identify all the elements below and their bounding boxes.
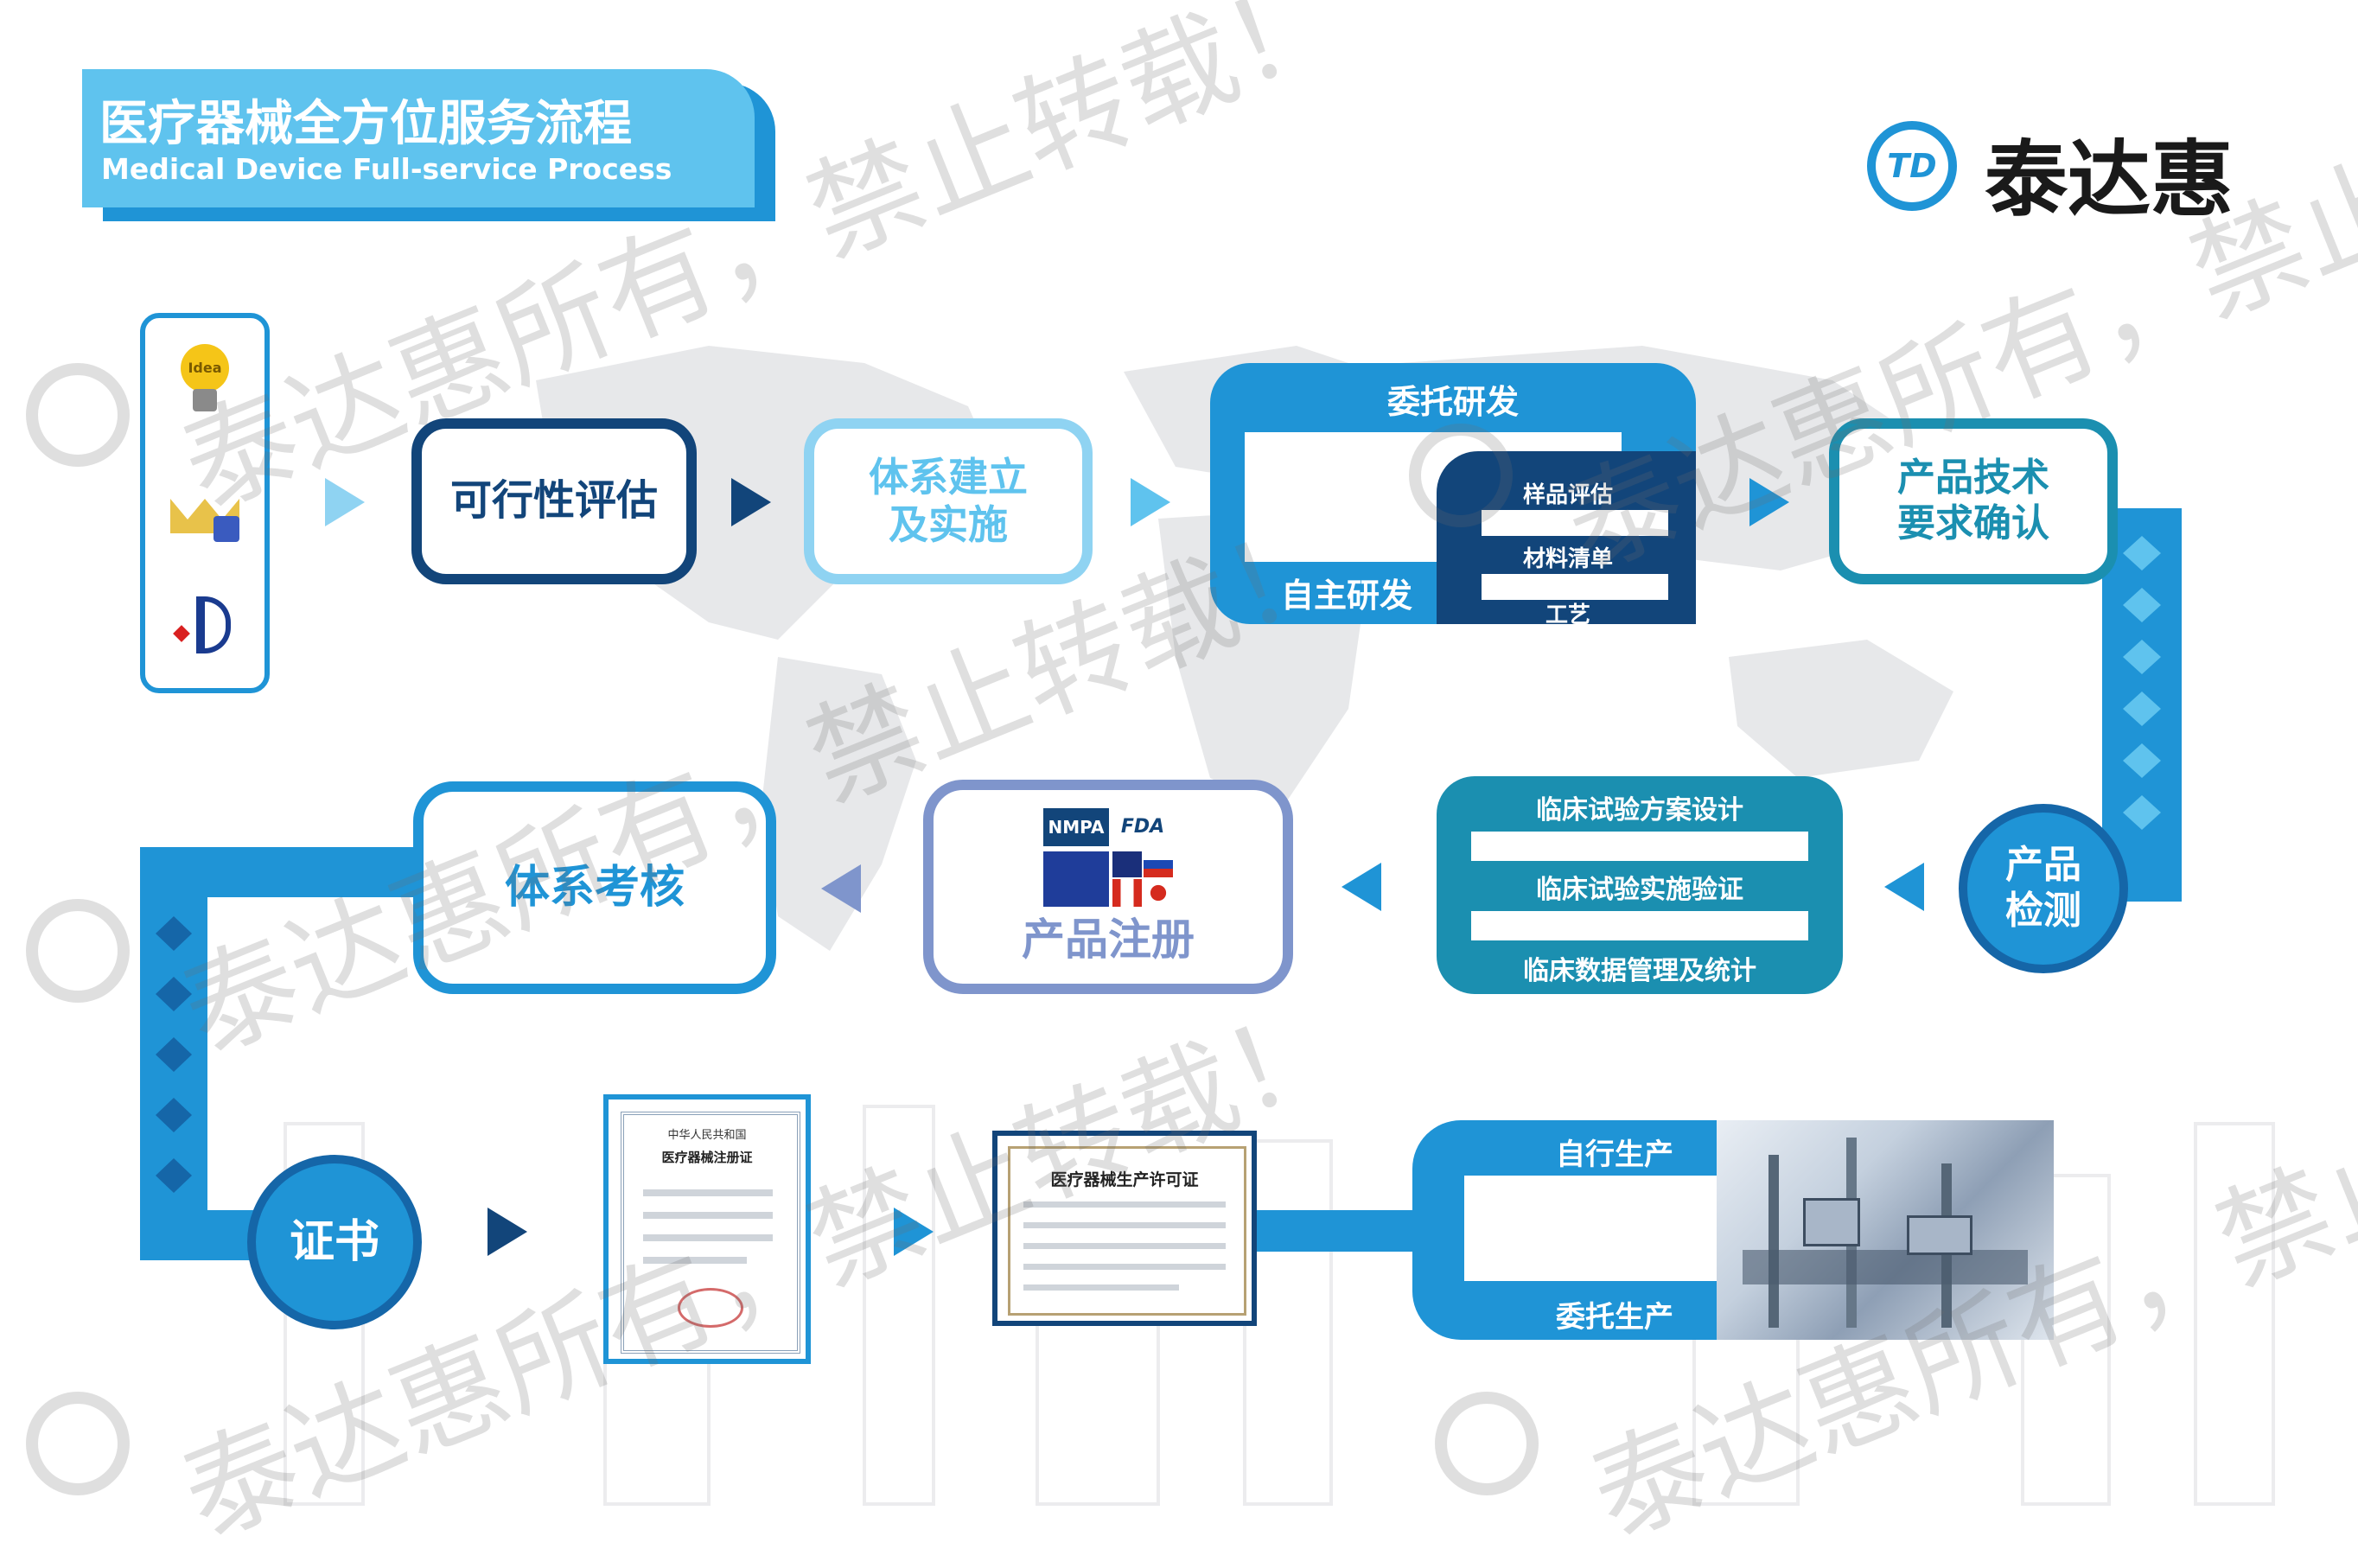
production-self-label: 自行生产 (1556, 1138, 1673, 1172)
watermark-logo-icon (1409, 424, 1513, 527)
watermark-logo-icon (26, 363, 130, 467)
nmpa-logo: NMPA (1043, 808, 1109, 846)
arrow-left-icon (1884, 863, 1924, 911)
step-testing-label: 产品 检测 (2005, 843, 2081, 933)
arrow-right-icon (1131, 478, 1170, 526)
arrow-right-icon (325, 478, 365, 526)
step-testing: 产品 检测 (1959, 804, 2128, 973)
step-system-build: 体系建立 及实施 (804, 418, 1093, 584)
canada-flag-icon (1112, 879, 1142, 907)
rd-self-label: 自主研发 (1281, 577, 1413, 615)
arrow-left-icon (821, 864, 861, 913)
clinical-item: 临床试验实施验证 (1536, 875, 1743, 905)
step-registration-label: 产品注册 (1022, 915, 1195, 965)
step-rd: 委托研发 自主研发 样品评估 材料清单 工艺 (1210, 363, 1696, 628)
step-system-build-label: 体系建立 及实施 (869, 453, 1028, 548)
eu-flag-icon (1043, 851, 1109, 907)
logo-name: 泰达惠 (1985, 131, 2234, 228)
production-license-image: 医疗器械生产许可证 (992, 1131, 1257, 1326)
step-tech-requirement: 产品技术 要求确认 (1829, 418, 2118, 584)
production-commission-label: 委托生产 (1556, 1300, 1673, 1335)
page-title: 医疗器械全方位服务流程 (99, 95, 632, 152)
step-tech-requirement-label: 产品技术 要求确认 (1897, 456, 2049, 545)
production-inner-panel (1464, 1176, 1741, 1281)
clinical-item: 临床数据管理及统计 (1523, 956, 1756, 986)
header-banner: 医疗器械全方位服务流程 Medical Device Full-service … (82, 69, 755, 207)
page-subtitle: Medical Device Full-service Process (101, 152, 672, 186)
step-production: 自行生产 委托生产 (1412, 1120, 1741, 1340)
lightbulb-icon: Idea (174, 343, 236, 422)
arrow-right-icon (894, 1208, 934, 1256)
arrow-right-icon (1749, 478, 1789, 526)
step-feasibility: 可行性评估 (411, 418, 697, 584)
step-system-audit: 体系考核 (413, 781, 776, 994)
step-registration: NMPA FDA 产品注册 (923, 780, 1293, 994)
step-system-audit-label: 体系考核 (504, 861, 685, 914)
arrow-right-icon (731, 478, 771, 526)
arrow-left-icon (1342, 863, 1381, 911)
japan-flag-icon (1144, 879, 1173, 907)
logo-mark: TD (1887, 147, 1937, 185)
russia-flag-icon (1144, 851, 1173, 877)
uk-flag-icon (1112, 851, 1142, 877)
rd-commission-label: 委托研发 (1386, 383, 1519, 421)
regulator-logos: NMPA FDA (1043, 808, 1173, 908)
idea-label: Idea (188, 359, 222, 376)
crown-icon (170, 473, 239, 542)
step-clinical: 临床试验方案设计 临床试验实施验证 临床数据管理及统计 (1437, 776, 1843, 994)
step-certificate: 证书 (247, 1155, 422, 1329)
step-feasibility-label: 可行性评估 (449, 476, 658, 526)
reg-cert-title: 医疗器械注册证 (661, 1150, 753, 1165)
watermark-logo-icon (26, 899, 130, 1003)
start-icons-panel: Idea (140, 313, 270, 693)
patent-icon (170, 593, 239, 662)
step-certificate-label: 证书 (289, 1215, 379, 1268)
watermark-logo-icon (26, 1392, 130, 1495)
license-title: 医疗器械生产许可证 (1050, 1170, 1199, 1189)
logo-icon: TD (1867, 121, 1957, 211)
rd-item: 材料清单 (1482, 541, 1654, 572)
reg-cert-header: 中华人民共和国 (667, 1129, 747, 1142)
fda-logo: FDA (1112, 808, 1173, 846)
arrow-right-icon (488, 1208, 527, 1256)
registration-certificate-image: 中华人民共和国 医疗器械注册证 (603, 1094, 811, 1364)
clinical-item: 临床试验方案设计 (1536, 795, 1743, 825)
factory-photo (1717, 1120, 2054, 1340)
watermark-logo-icon (1435, 1392, 1539, 1495)
rd-item: 工艺 (1482, 602, 1654, 628)
